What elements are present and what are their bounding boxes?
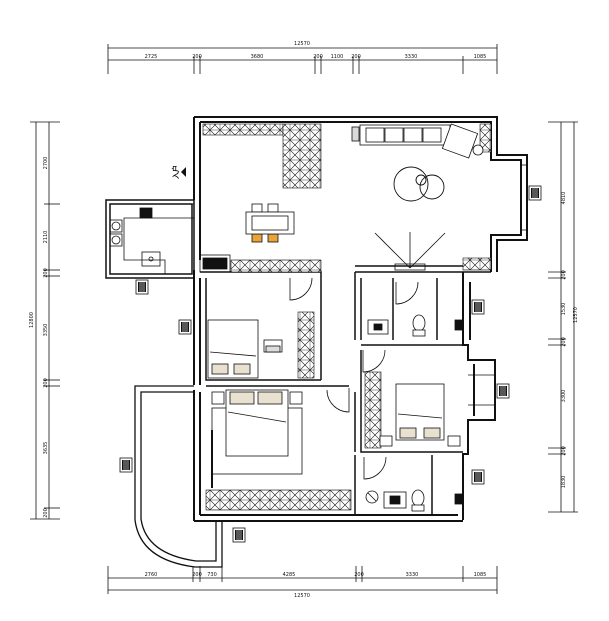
top-dim-8: 1085 (474, 54, 487, 60)
coffee-table (393, 166, 445, 202)
left-dim-7: 200 (43, 508, 49, 518)
bottom-dim-1: 2760 (145, 572, 158, 578)
right-total-dim: 12570 (573, 307, 579, 323)
top-dim-7: 3330 (405, 54, 418, 60)
bedroom-2-door[interactable] (362, 349, 386, 373)
radiator-icons (119, 185, 542, 543)
top-total-dim: 12570 (294, 41, 310, 47)
left-dim-1: 2700 (43, 157, 49, 170)
right-dimension-chain (548, 121, 578, 513)
bed-2 (379, 383, 461, 447)
entrance-label: 入户 (171, 165, 180, 180)
bottom-total-dim: 12570 (294, 593, 310, 599)
dining-set (245, 203, 295, 243)
top-dim-1: 2725 (145, 54, 158, 60)
right-dim-1: 4810 (561, 192, 567, 205)
bathroom-2-door[interactable] (363, 456, 387, 480)
balcony (134, 385, 223, 568)
bed-1 (207, 319, 283, 379)
top-dimension-chain (107, 44, 498, 74)
top-dim-5: 1100 (331, 54, 344, 60)
left-dim-3: 200 (43, 268, 49, 278)
wardrobes (202, 123, 492, 511)
left-dim-2: 2110 (43, 231, 49, 244)
tv-fan (374, 232, 446, 271)
bathroom-1-door[interactable] (395, 281, 419, 305)
bottom-dim-5: 200 (354, 572, 364, 578)
top-dim-6: 200 (351, 54, 361, 60)
right-dim-4: 200 (561, 337, 567, 347)
right-dim-3: 1530 (561, 303, 567, 316)
left-total-dim: 12800 (29, 312, 35, 328)
bottom-dim-3: 730 (207, 572, 217, 578)
master-bed (211, 389, 303, 488)
top-dim-2: 200 (192, 54, 202, 60)
top-dim-3: 3680 (251, 54, 264, 60)
right-dim-5: 3300 (561, 390, 567, 403)
bathroom-2 (365, 489, 464, 512)
right-dim-2: 200 (561, 270, 567, 280)
kitchen-counter (109, 203, 195, 274)
master-bedroom-door[interactable] (326, 388, 350, 413)
right-dim-6: 200 (561, 446, 567, 456)
bottom-dim-7: 1085 (474, 572, 487, 578)
bottom-dim-6: 3330 (406, 572, 419, 578)
left-dim-4: 3350 (43, 324, 49, 337)
top-dim-4: 200 (313, 54, 323, 60)
kitchen-door[interactable] (199, 254, 231, 273)
left-dim-5: 200 (43, 378, 49, 388)
left-dim-6: 3635 (43, 442, 49, 455)
bottom-dimension-chain (107, 566, 498, 594)
bedroom-1-door[interactable] (289, 277, 313, 301)
entrance-arrow: 入户 (171, 165, 186, 180)
window-bays (468, 164, 527, 406)
right-dim-7: 1830 (561, 476, 567, 489)
exterior-walls (193, 116, 528, 522)
bottom-dim-4: 4285 (283, 572, 296, 578)
sofa (351, 123, 484, 159)
left-dimension-chain (30, 121, 60, 520)
bottom-dim-2: 200 (192, 572, 202, 578)
bathroom-1 (367, 314, 464, 337)
